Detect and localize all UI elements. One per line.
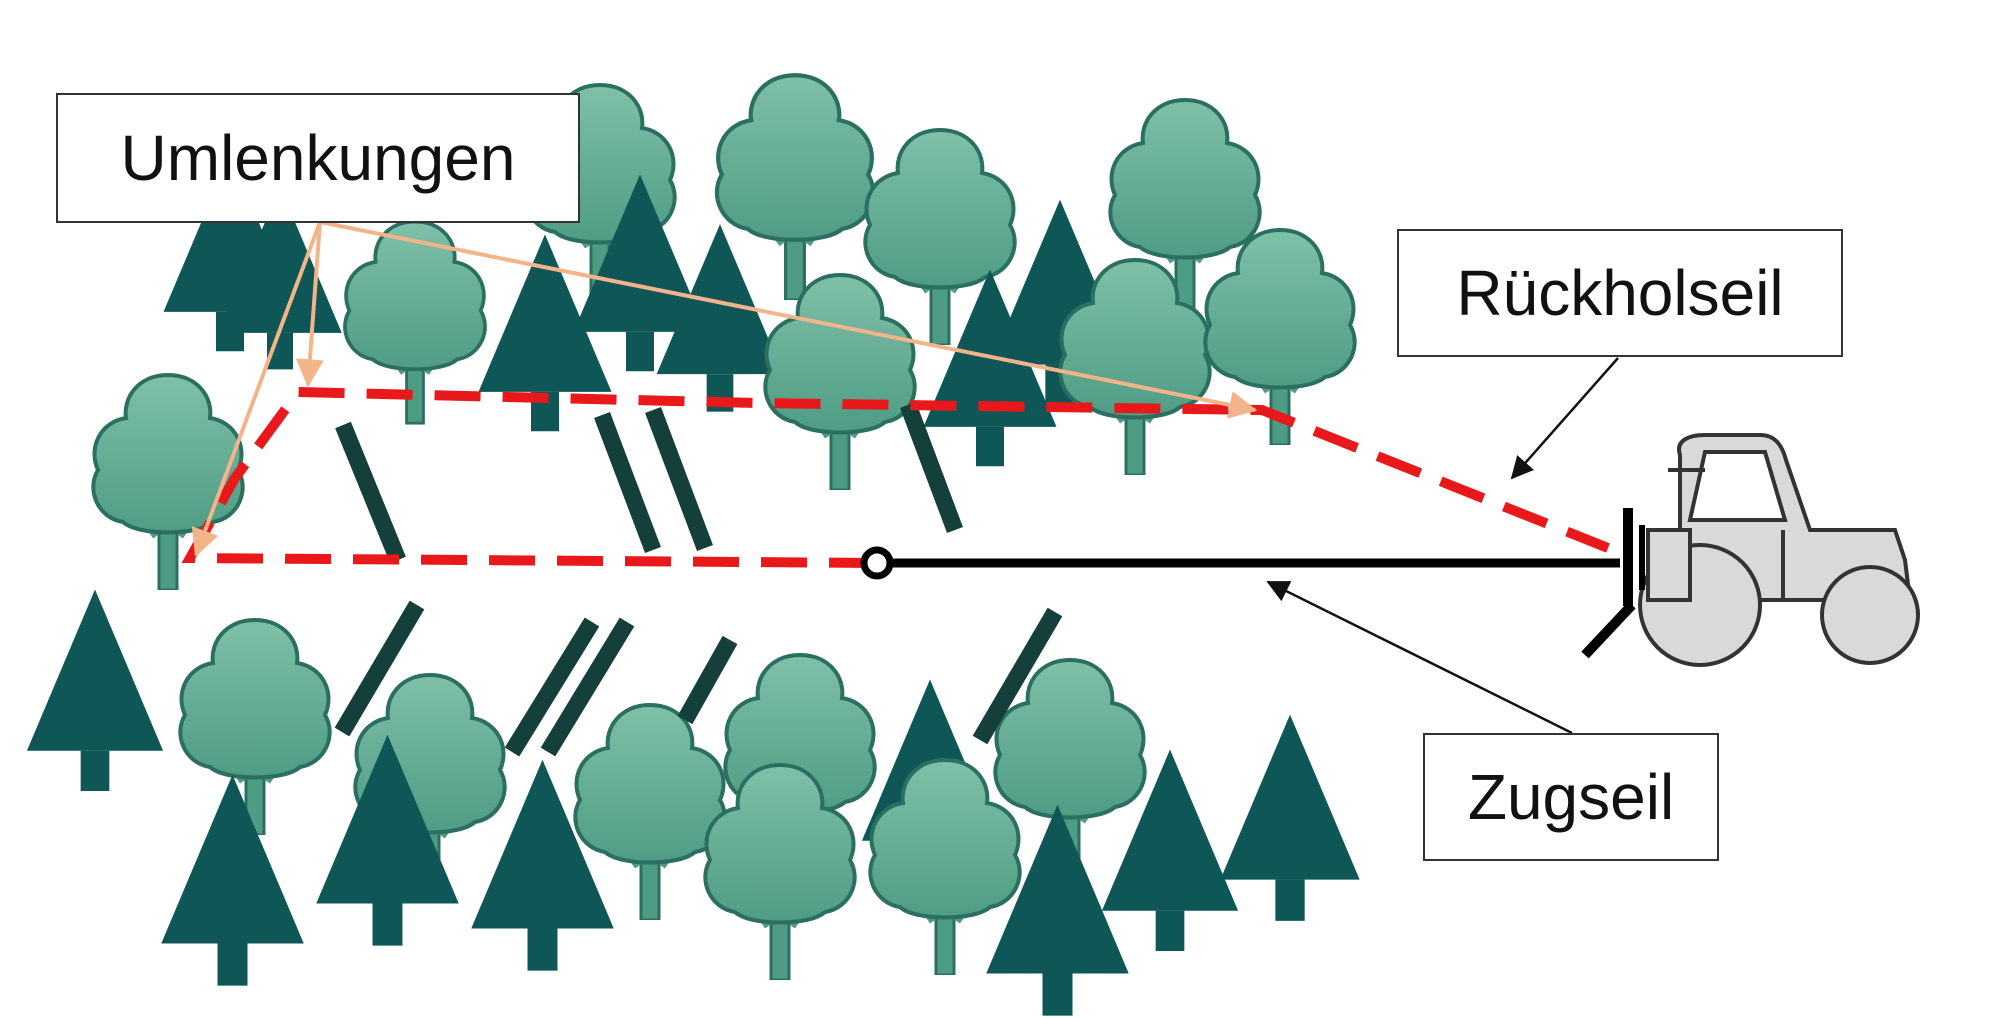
broadleaf-tree-icon xyxy=(180,620,329,835)
log-icon xyxy=(504,617,600,757)
log-icon xyxy=(972,607,1063,745)
log-icon xyxy=(594,411,661,554)
log-icon xyxy=(334,600,425,737)
label-zugseil: Zugseil xyxy=(1423,733,1719,861)
broadleaf-tree-icon xyxy=(765,275,914,490)
tractor-icon xyxy=(1581,433,1920,667)
broadleaf-tree-icon xyxy=(575,705,724,920)
log-icon xyxy=(645,407,713,551)
log-icon xyxy=(900,402,963,533)
log-icon xyxy=(677,635,738,725)
pulley-icon xyxy=(860,546,894,580)
pull-rope xyxy=(860,546,1620,580)
callout-arrows xyxy=(1266,357,1619,735)
log-icon xyxy=(335,421,406,564)
conifer-tree-icon xyxy=(26,589,164,792)
deflection-arrows xyxy=(191,220,1258,558)
conifer-tree-icon xyxy=(1220,714,1360,921)
broadleaf-tree-icon xyxy=(717,75,873,300)
return-rope xyxy=(181,386,1610,568)
logs-lower xyxy=(334,600,1063,757)
log-icon xyxy=(540,617,635,757)
lower-forest xyxy=(26,589,1360,1016)
logs-upper xyxy=(335,402,963,564)
label-umlenkungen: Umlenkungen xyxy=(56,93,580,223)
conifer-tree-icon xyxy=(161,774,304,986)
label-rueckholseil: Rückholseil xyxy=(1397,229,1843,357)
